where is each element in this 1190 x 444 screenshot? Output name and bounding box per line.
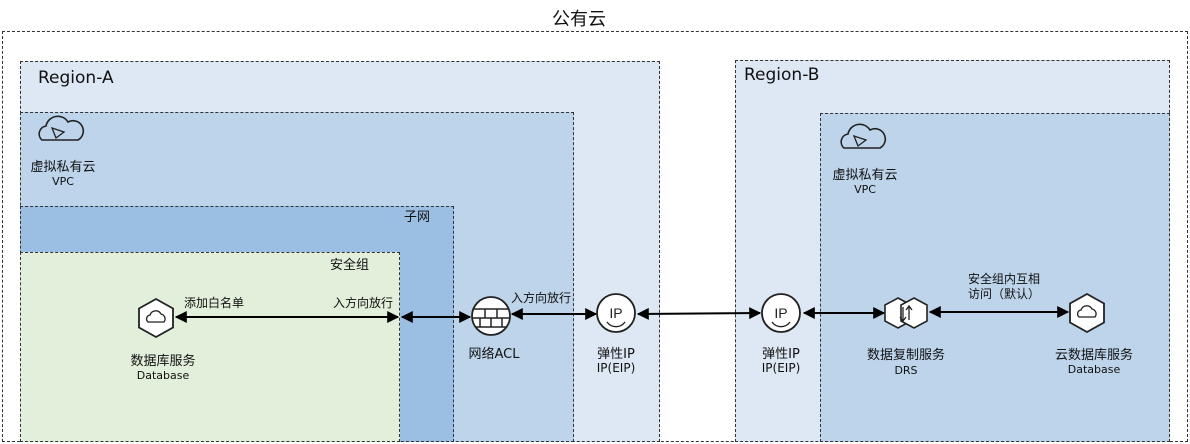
drs-sublabel: DRS [894,364,918,377]
database-label: 数据库服务 [130,354,196,369]
sg-mutual-label-line1: 安全组内互相 [967,272,1041,286]
region-a-eip-sublabel: IP(EIP) [596,361,636,375]
cloud-icon [840,123,887,149]
svg-text:IP: IP [609,305,622,321]
acl-label: 网络ACL [468,347,520,362]
drs-label: 数据复制服务 [866,348,946,363]
ip-icon: IP [761,293,801,333]
database-hexagon-icon [1069,292,1105,334]
svg-text:IP: IP [774,305,787,321]
sg-mutual-label-line2: 访问（默认） [967,287,1041,301]
region-b-title: Region-B [744,65,820,85]
database-hexagon-icon [138,297,174,339]
acl-inbound-label: 入方向放行 [511,291,572,305]
eip-eip-connector [636,307,762,320]
cloud-icon [38,113,85,151]
region-b-vpc-label: 虚拟私有云 [832,168,898,183]
region-a-vpc-label: 虚拟私有云 [30,160,96,175]
region-b-vpc-container [820,113,1170,442]
subnet-title: 子网 [404,210,431,225]
database-sublabel: Database [136,369,190,382]
cloud-db-sublabel: Database [1067,363,1121,376]
region-b-vpc-sublabel: VPC [854,183,876,196]
firewall-icon [471,296,511,336]
replication-icon [884,297,928,329]
public-cloud-title: 公有云 [552,9,606,30]
ip-icon: IP [596,293,636,333]
region-a-vpc-sublabel: VPC [52,175,74,188]
security-group-container [20,252,400,442]
region-b-eip-sublabel: IP(EIP) [761,361,801,375]
whitelist-label: 添加白名单 [184,296,245,310]
region-b-eip-label: 弹性IP [762,347,800,362]
region-a-title: Region-A [38,68,114,88]
security-group-title: 安全组 [330,258,370,273]
region-a-eip-label: 弹性IP [597,347,635,362]
cloud-db-label: 云数据库服务 [1054,348,1134,363]
sg-inbound-label: 入方向放行 [333,296,394,310]
